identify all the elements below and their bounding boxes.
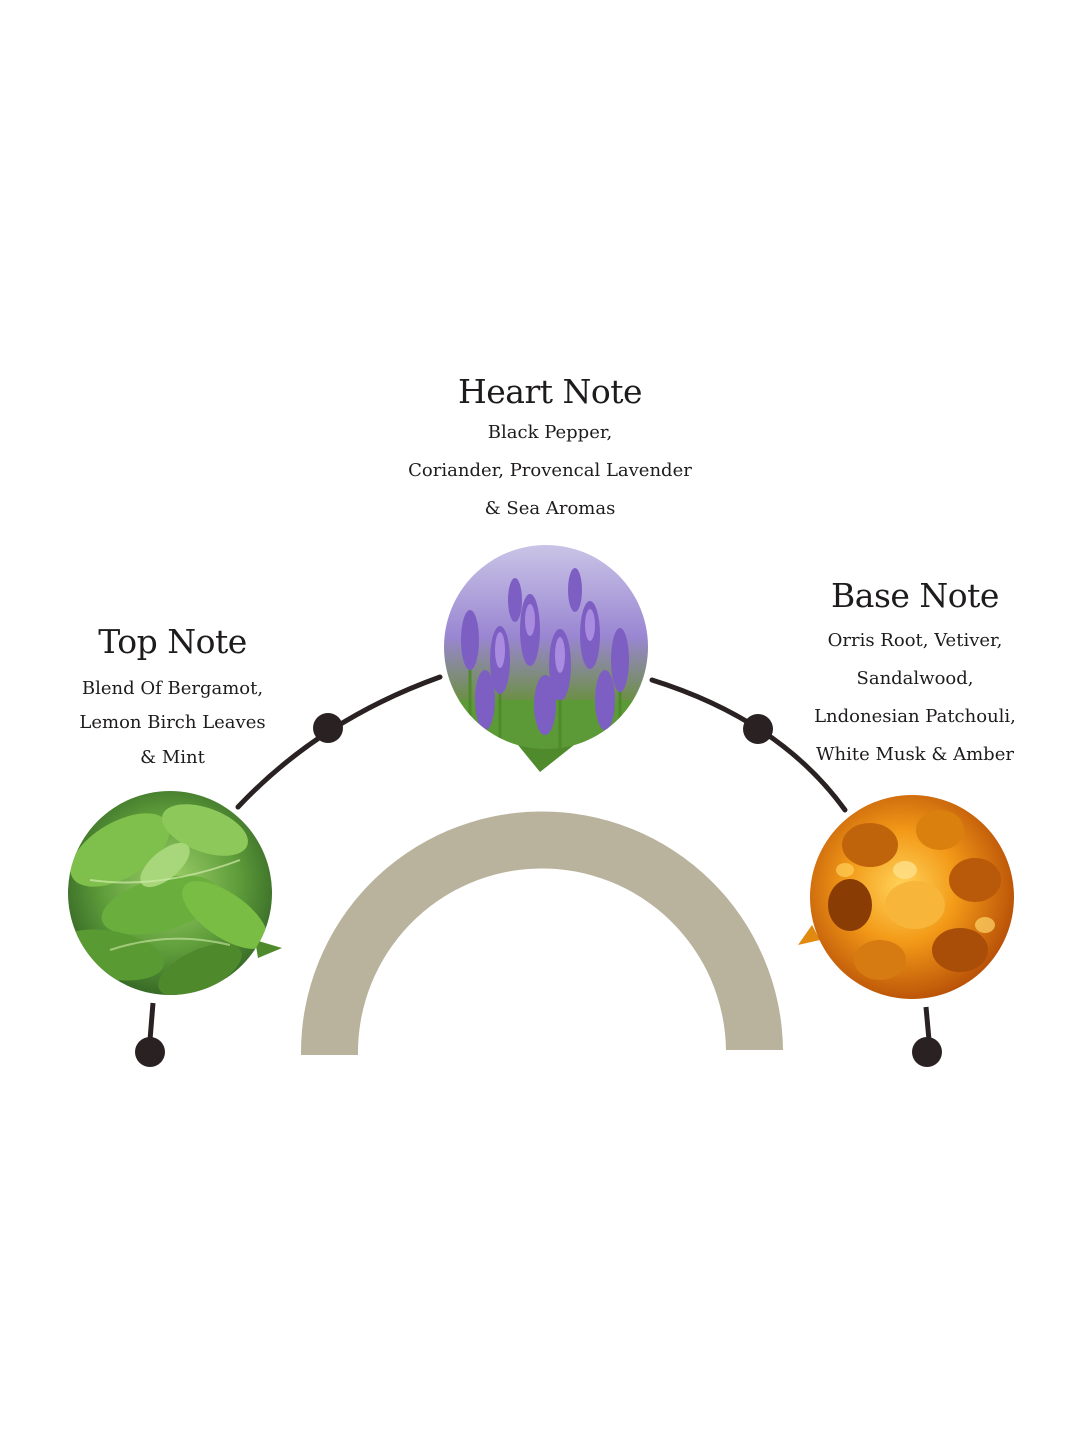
- lavender-field-image: [444, 545, 648, 772]
- base-note-line-4: White Musk & Amber: [816, 744, 1014, 765]
- drop-dot-right: [912, 1037, 942, 1067]
- top-note-title: Top Note: [98, 622, 247, 661]
- central-arch: [300, 811, 783, 1055]
- heart-note-title: Heart Note: [457, 372, 643, 411]
- timeline-dot-right: [743, 714, 773, 744]
- top-note-line-1: Blend Of Bergamot,: [81, 678, 264, 699]
- amber-resin-image: [798, 795, 1014, 999]
- top-note-line-3: & Mint: [140, 747, 205, 768]
- base-note-line-3: Lndonesian Patchouli,: [814, 706, 1016, 727]
- drop-line-right: [923, 1006, 932, 1041]
- base-note-line-1: Orris Root, Vetiver,: [827, 630, 1003, 651]
- drop-line-left: [147, 1002, 156, 1041]
- base-note-title: Base Note: [831, 576, 999, 615]
- drop-dot-left: [135, 1037, 165, 1067]
- mint-leaves-image: [68, 791, 282, 995]
- base-note-line-2: Sandalwood,: [856, 668, 974, 689]
- heart-note-line-2: Coriander, Provencal Lavender: [408, 460, 692, 481]
- timeline-dot-left: [313, 713, 343, 743]
- heart-note-line-3: & Sea Aromas: [484, 498, 616, 519]
- top-note-line-2: Lemon Birch Leaves: [79, 712, 266, 733]
- heart-note-line-1: Black Pepper,: [487, 422, 613, 443]
